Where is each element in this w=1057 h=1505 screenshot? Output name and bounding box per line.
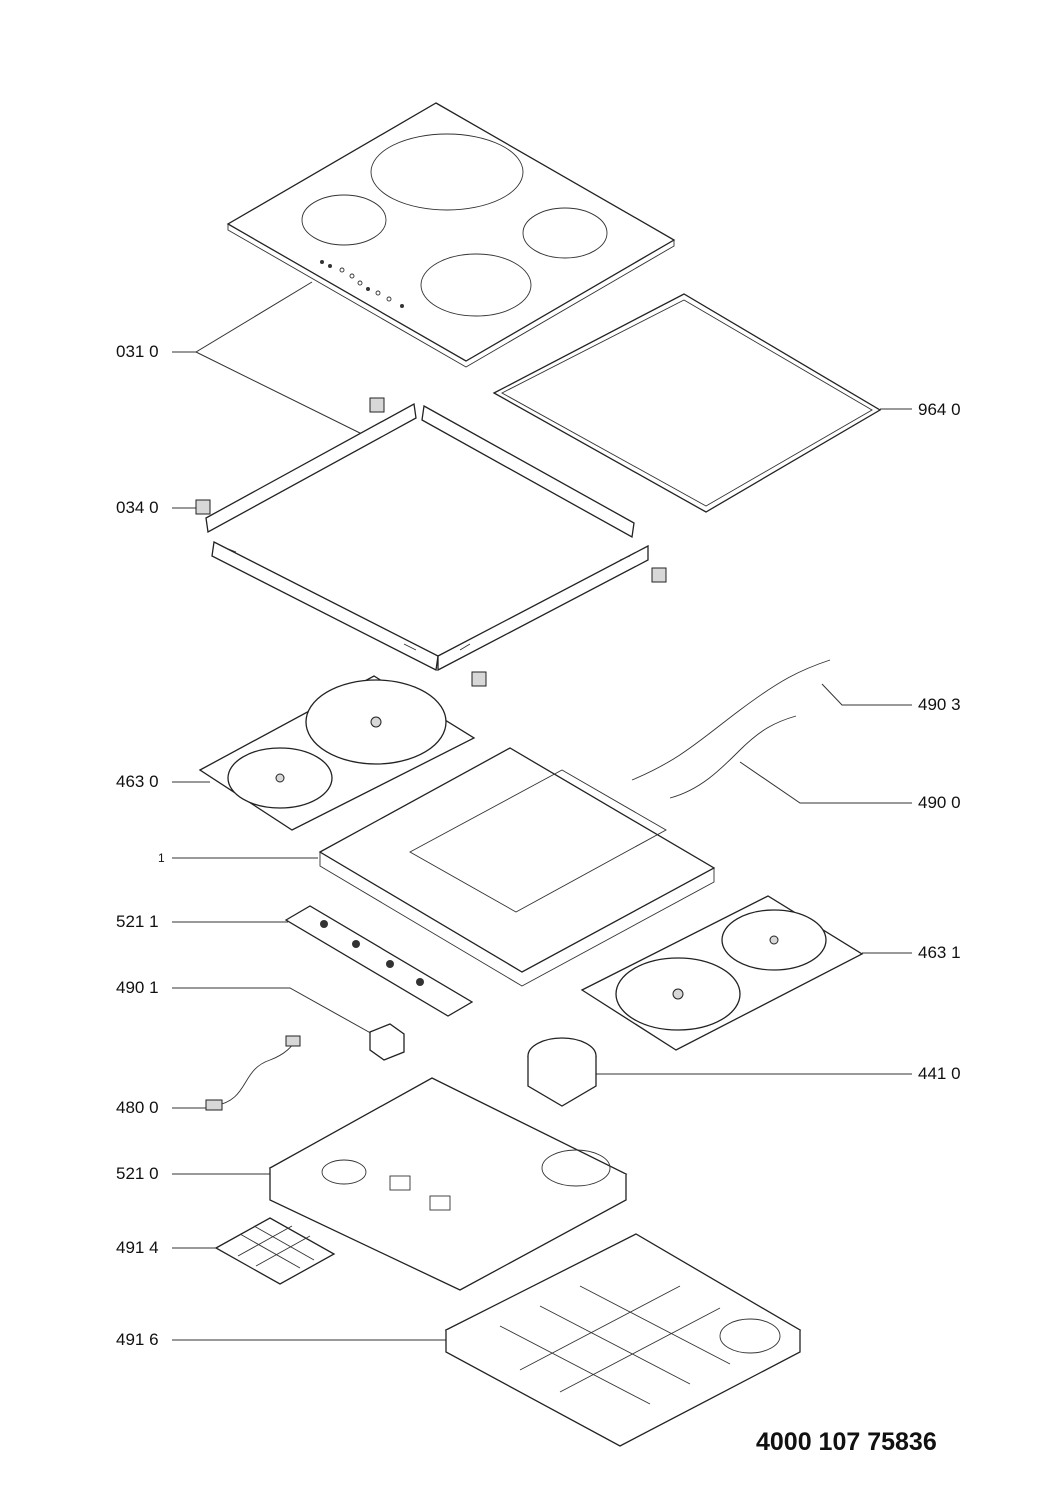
glass-ceramic-top [226,102,676,368]
part-label-034-0: 034 0 [116,498,159,517]
part-label-031-0: 031 0 [116,342,159,361]
support-frame [318,747,716,987]
leader-lines [172,281,912,1341]
frame-clips [195,397,667,687]
part-label-521-0: 521 0 [116,1164,159,1183]
document-number: 4000 107 75836 [756,1428,937,1456]
part-label-490-0: 490 0 [918,793,961,812]
flat-ribbon-cable [205,1035,301,1111]
power-board-housing [268,1077,628,1291]
part-label-463-1: 463 1 [918,943,961,962]
part-label-491-4: 491 4 [116,1238,159,1257]
part-label-490-1: 490 1 [116,978,159,997]
part-label-491-6: 491 6 [116,1330,159,1349]
cable-harness [631,659,831,799]
part-label-480-0: 480 0 [116,1098,159,1117]
control-dots [320,260,404,308]
part-label-490-3: 490 3 [918,695,961,714]
part-label-441-0: 441 0 [918,1064,961,1083]
control-board [284,905,474,1017]
part-label-521-1: 521 1 [116,912,159,931]
part-label-1: 1 [158,851,165,865]
seal-gasket [492,293,882,513]
induction-coil-plate-right [580,895,864,1051]
terminal-connector [369,1023,405,1061]
part-label-964-0: 964 0 [918,400,961,419]
induction-coil-plate-left [198,675,476,831]
cooling-fan [527,1037,597,1107]
bottom-housing [444,1233,802,1447]
part-label-463-0: 463 0 [116,772,159,791]
filter-grid [214,1217,336,1285]
frame-profiles [205,402,649,672]
